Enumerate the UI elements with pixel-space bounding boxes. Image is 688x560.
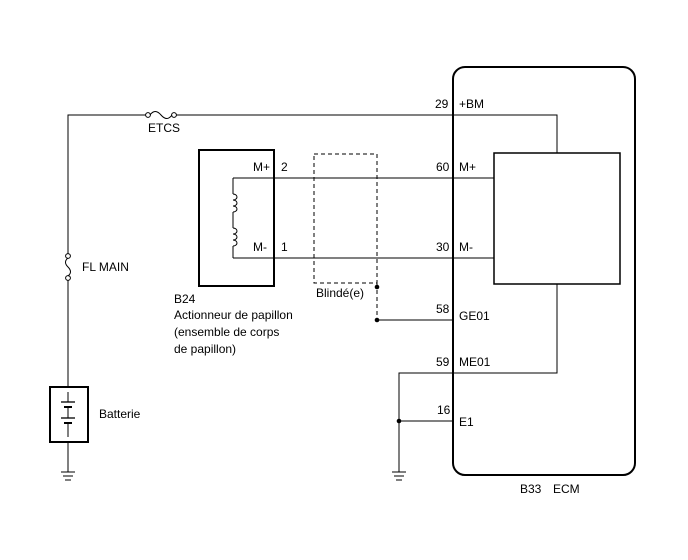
fuse-fl-main-label: FL MAIN xyxy=(82,260,129,274)
shield-label: Blindé(e) xyxy=(316,286,364,300)
ecm-pin-16-name: E1 xyxy=(459,415,474,429)
ecm-inner-block xyxy=(493,152,621,285)
e1-junction-dot xyxy=(396,418,402,424)
ecm-pin-60-num: 60 xyxy=(436,160,450,174)
battery-box xyxy=(49,386,89,443)
ecm-pin-59-num: 59 xyxy=(436,355,450,369)
ecm-pin-60-name: M+ xyxy=(459,160,476,174)
ecm-name: ECM xyxy=(553,482,580,496)
ecm-code: B33 xyxy=(520,482,542,496)
ecm-pin-29-name: +BM xyxy=(459,97,484,111)
ecm-outline xyxy=(452,66,636,476)
ecm-pin-59-name: ME01 xyxy=(459,355,491,369)
actuator-box xyxy=(198,149,275,287)
fuse-etcs-label: ETCS xyxy=(148,121,180,135)
shield-drain-dot xyxy=(374,284,380,290)
battery-label: Batterie xyxy=(99,407,141,421)
actuator-code: B24 xyxy=(174,292,196,306)
ecm-pin-16-num: 16 xyxy=(437,403,451,417)
ecm-pin-30-name: M- xyxy=(459,240,473,254)
actuator-name-line2: (ensemble de corps xyxy=(174,325,279,339)
wire-bm-supply xyxy=(67,114,558,254)
fuse-etcs xyxy=(145,111,177,119)
actuator-name-line3: de papillon) xyxy=(174,342,236,356)
ecm-pin-30-num: 30 xyxy=(436,240,450,254)
shield-outline xyxy=(313,153,378,284)
ground-icon xyxy=(61,471,75,481)
fuse-fl-main xyxy=(65,253,71,281)
ecm-pin-58-num: 58 xyxy=(436,302,450,316)
actuator-name-line1: Actionneur de papillon xyxy=(174,308,293,322)
actuator-pin-mminus-name: M- xyxy=(253,240,267,254)
battery-icon xyxy=(61,392,75,437)
ecm-ground-icon xyxy=(392,471,406,481)
actuator-pin-mplus-name: M+ xyxy=(253,160,270,174)
ecm-pin-58-name: GE01 xyxy=(459,309,490,323)
ecm-pin-29-num: 29 xyxy=(435,97,449,111)
actuator-pin-mminus-num: 1 xyxy=(281,240,288,254)
actuator-pin-mplus-num: 2 xyxy=(281,160,288,174)
motor-coil-icon xyxy=(232,178,238,258)
